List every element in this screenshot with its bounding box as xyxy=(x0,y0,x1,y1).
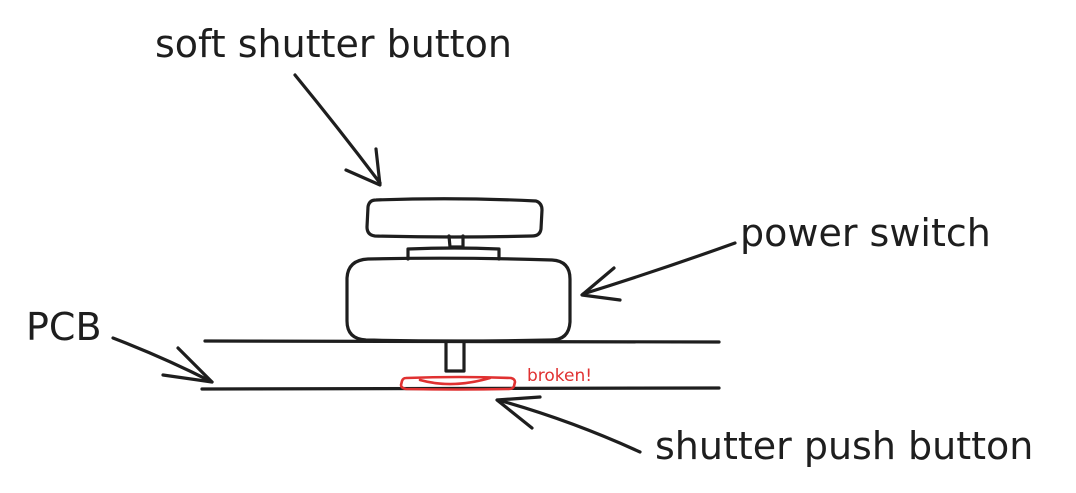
label-broken: broken! xyxy=(527,366,592,386)
shutter-push-button-shape xyxy=(399,375,517,391)
arrow-soft-shutter xyxy=(293,73,382,187)
label-power-switch: power switch xyxy=(740,211,991,255)
label-soft-shutter-button: soft shutter button xyxy=(155,22,512,66)
crack-mark xyxy=(418,376,492,386)
soft-shutter-button-shape xyxy=(365,197,544,239)
label-shutter-push-button: shutter push button xyxy=(655,424,1033,468)
arrow-power-switch xyxy=(580,241,737,302)
power-switch-shape xyxy=(345,256,572,343)
arrow-shutter-push xyxy=(495,395,642,454)
label-pcb: PCB xyxy=(26,305,102,349)
switch-collar xyxy=(406,246,501,261)
plunger xyxy=(444,341,466,373)
arrow-pcb xyxy=(111,336,214,384)
